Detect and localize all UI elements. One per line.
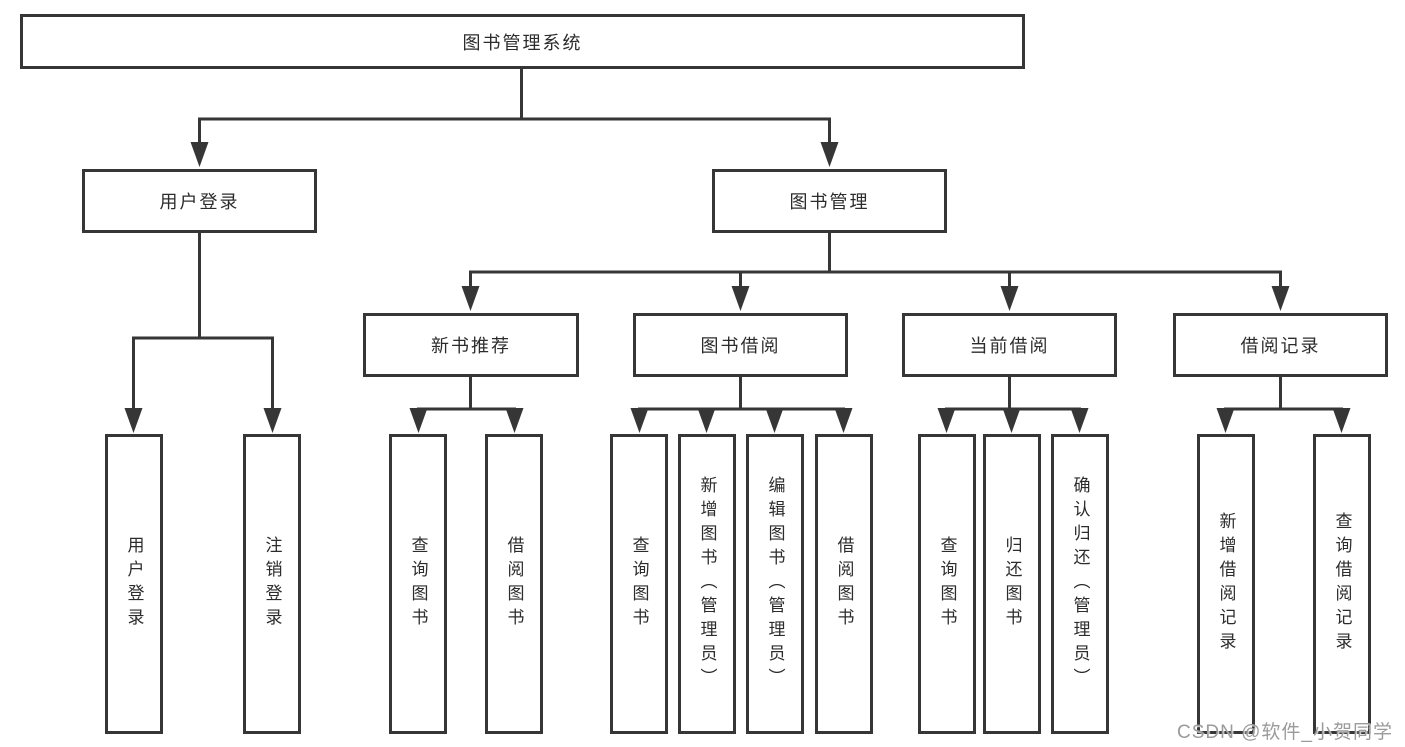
leaf-user-login-label: 用户登录 (124, 536, 144, 632)
node-new-book-recommend-label: 新书推荐 (431, 336, 511, 356)
leaf-add-book-admin-label: 新增图书（管理员） (697, 476, 717, 692)
leaf-borrow-books: 借阅图书 (815, 434, 873, 734)
leaf-edit-book-admin-label: 编辑图书（管理员） (765, 476, 785, 692)
leaf-borrow-books-recommend: 借阅图书 (485, 434, 543, 734)
leaf-logout: 注销登录 (243, 434, 301, 734)
leaf-user-login: 用户登录 (105, 434, 163, 734)
leaf-add-borrow-record: 新增借阅记录 (1197, 434, 1255, 734)
leaf-query-books-recommend-label: 查询图书 (408, 536, 428, 632)
node-borrow-records: 借阅记录 (1173, 313, 1388, 377)
leaf-return-books: 归还图书 (983, 434, 1041, 734)
leaf-query-books-borrow: 查询图书 (610, 434, 668, 734)
node-book-management: 图书管理 (712, 169, 947, 233)
leaf-edit-book-admin: 编辑图书（管理员） (746, 434, 804, 734)
leaf-confirm-return-admin: 确认归还（管理员） (1051, 434, 1109, 734)
node-user-login: 用户登录 (82, 169, 317, 233)
leaf-borrow-books-recommend-label: 借阅图书 (504, 536, 524, 632)
leaf-confirm-return-admin-label: 确认归还（管理员） (1070, 476, 1090, 692)
leaf-query-books-recommend: 查询图书 (389, 434, 447, 734)
node-new-book-recommend: 新书推荐 (363, 313, 579, 377)
node-current-borrow-label: 当前借阅 (969, 336, 1050, 356)
node-borrow-records-label: 借阅记录 (1240, 336, 1321, 356)
leaf-query-books-current: 查询图书 (918, 434, 976, 734)
leaf-add-book-admin: 新增图书（管理员） (678, 434, 736, 734)
node-book-borrow-label: 图书借阅 (700, 336, 781, 356)
leaf-return-books-label: 归还图书 (1002, 536, 1022, 632)
node-current-borrow: 当前借阅 (902, 313, 1117, 377)
csdn-watermark: CSDN @软件_小贺同学 (1177, 722, 1393, 743)
leaf-query-books-borrow-label: 查询图书 (629, 536, 649, 632)
leaf-logout-label: 注销登录 (262, 536, 282, 632)
node-root-label: 图书管理系统 (462, 32, 583, 53)
node-book-borrow: 图书借阅 (633, 313, 848, 377)
leaf-add-borrow-record-label: 新增借阅记录 (1216, 512, 1236, 656)
node-root: 图书管理系统 (20, 14, 1025, 69)
node-user-login-label: 用户登录 (159, 192, 240, 212)
leaf-query-borrow-record: 查询借阅记录 (1313, 434, 1371, 734)
leaf-query-borrow-record-label: 查询借阅记录 (1332, 512, 1352, 656)
leaf-query-books-current-label: 查询图书 (937, 536, 957, 632)
node-book-management-label: 图书管理 (789, 192, 870, 212)
leaf-borrow-books-label: 借阅图书 (834, 536, 854, 632)
